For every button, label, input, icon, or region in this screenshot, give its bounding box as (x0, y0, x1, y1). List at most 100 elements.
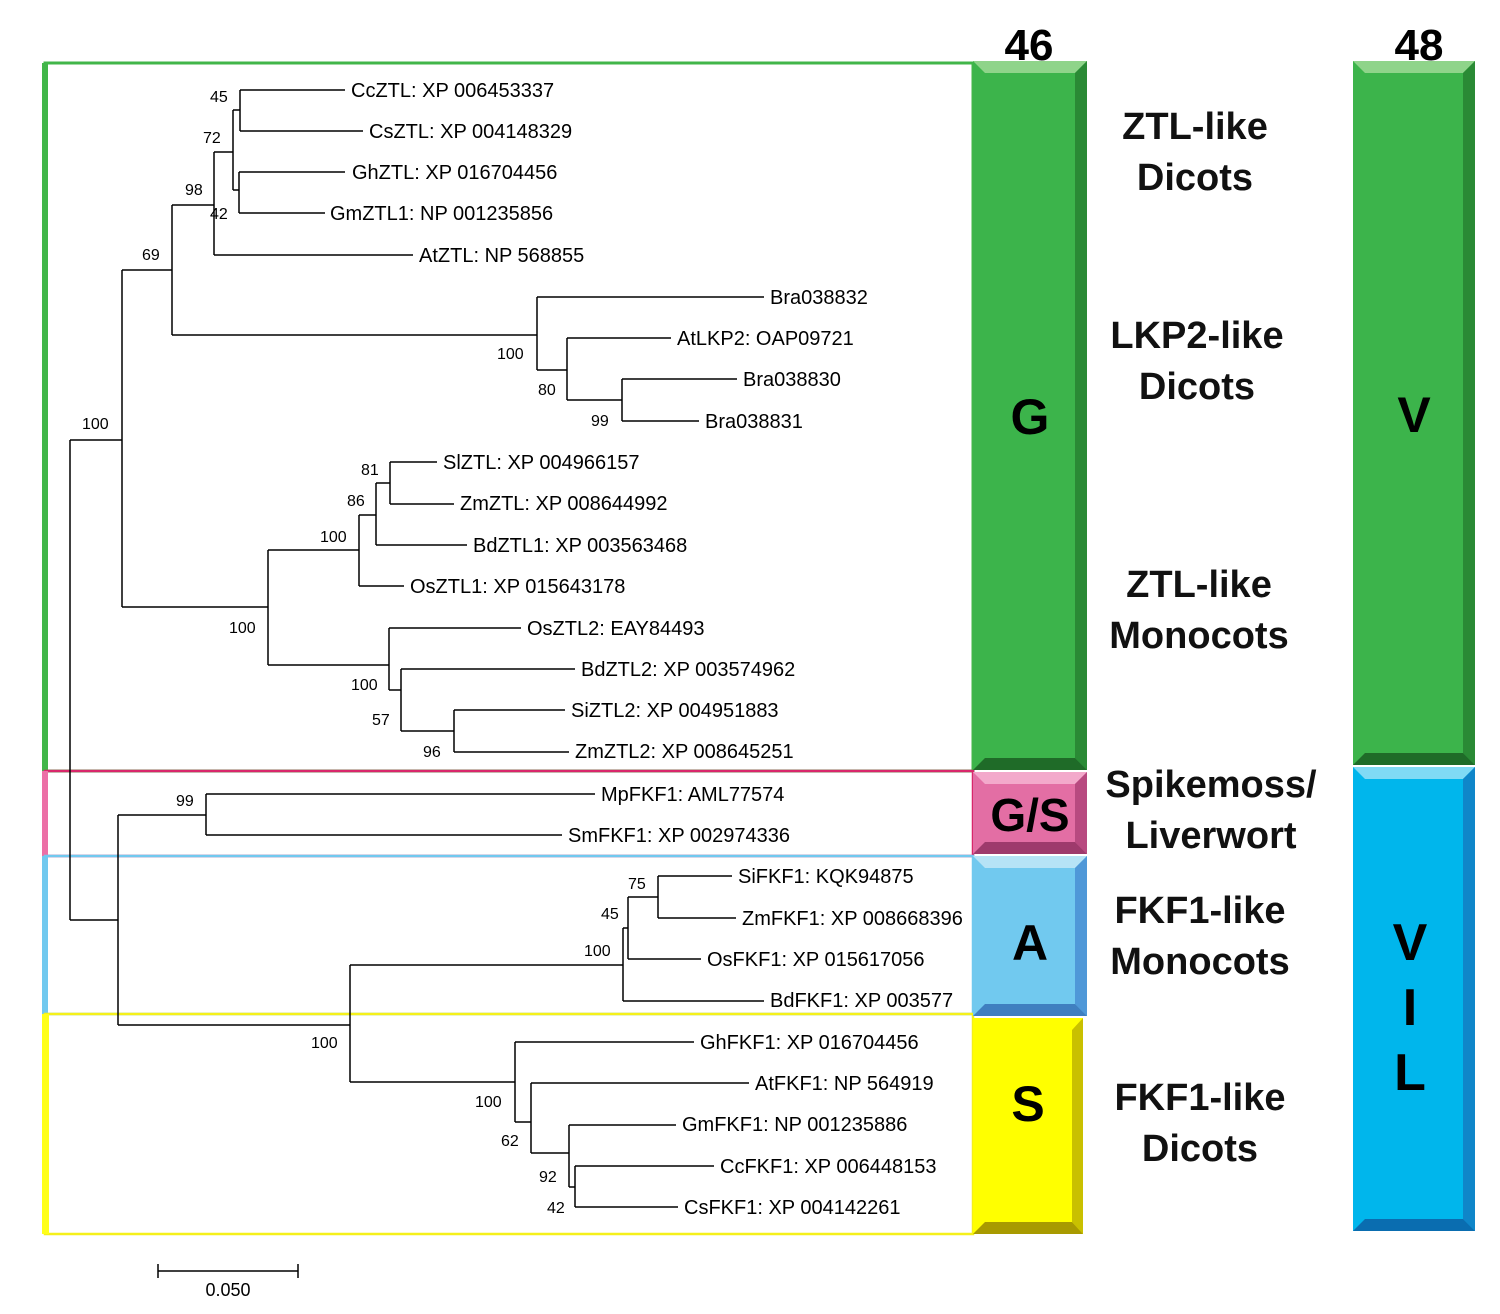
leaf-label: AtFKF1: NP 564919 (755, 1073, 934, 1095)
bar-segment-bottom-bevel (1353, 1219, 1475, 1231)
leaf-label: Bra038830 (743, 369, 841, 391)
leaf-label: SiZTL2: XP 004951883 (571, 700, 779, 722)
bar-segment-top-bevel (973, 856, 1087, 868)
bootstrap-value: 86 (347, 493, 365, 510)
bar-segment-yellow (973, 1018, 1083, 1234)
bar-segment-top-bevel (973, 61, 1087, 73)
bootstrap-value: 72 (203, 130, 221, 147)
bar-segment-green (1353, 61, 1475, 765)
group-label-fkf1-dicots-line2: Dicots (1142, 1128, 1258, 1170)
bootstrap-value: 69 (142, 247, 160, 264)
leaf-label: GhFKF1: XP 016704456 (700, 1032, 919, 1054)
bar-letter-l: L (1394, 1044, 1426, 1102)
group-label-fkf1-dicots-line1: FKF1-like (1114, 1077, 1285, 1119)
bar-segment-bottom-bevel (973, 758, 1087, 770)
bootstrap-value: 96 (423, 744, 441, 761)
leaf-label: ZmZTL: XP 008644992 (460, 493, 668, 515)
clade-box-pink (43, 769, 975, 858)
bar-segment-top-bevel (973, 772, 1087, 784)
bar-segment-green (973, 61, 1087, 770)
bar-segment-right-bevel (1075, 61, 1087, 770)
group-label-lkp2-dicots-line1: LKP2-like (1110, 315, 1283, 357)
bar-segment-bottom-bevel (973, 1004, 1087, 1016)
group-label-ztl-monocots-line2: Monocots (1109, 615, 1288, 657)
bar-segment-top-bevel (1353, 767, 1475, 779)
bar-segment-lightblue (973, 856, 1087, 1016)
group-label-ztl-monocots-line1: ZTL-like (1126, 564, 1272, 606)
leaf-labels: CcZTL: XP 006453337 CsZTL: XP 004148329 … (330, 80, 963, 1219)
bar-letter-v2: V (1393, 914, 1428, 972)
bar-segment-bottom-bevel (1353, 753, 1475, 765)
group-label-fkf1-monocots-line1: FKF1-like (1114, 890, 1285, 932)
bar-segment-bottom-bevel (973, 1222, 1083, 1234)
group-label-fkf1-monocots-line2: Monocots (1110, 941, 1289, 983)
bar-segment-right-bevel (1075, 772, 1087, 854)
bar-letter-a: A (1012, 915, 1048, 971)
leaf-label: OsZTL1: XP 015643178 (410, 576, 625, 598)
leaf-label: SmFKF1: XP 002974336 (568, 825, 790, 847)
bootstrap-value: 99 (176, 793, 194, 810)
group-label-lkp2-dicots-line2: Dicots (1139, 366, 1255, 408)
leaf-label: BdFKF1: XP 003577 (770, 990, 953, 1012)
bootstrap-value: 100 (475, 1094, 502, 1111)
bootstrap-value: 100 (320, 529, 347, 546)
bar-segment-right-bevel (1075, 856, 1087, 1016)
clade-box-yellow-left-edge (42, 1014, 49, 1234)
bar-segment-top-bevel (1353, 61, 1475, 73)
leaf-label: Bra038831 (705, 411, 803, 433)
left-classification-bar: 46 G G/S A S (973, 21, 1087, 1234)
bar-letter-v: V (1397, 387, 1431, 443)
bootstrap-value: 100 (351, 677, 378, 694)
tree-branches (69, 89, 764, 1208)
leaf-label: OsFKF1: XP 015617056 (707, 949, 925, 971)
leaf-label: AtLKP2: OAP09721 (677, 328, 854, 350)
bootstrap-value: 100 (82, 416, 109, 433)
leaf-label: AtZTL: NP 568855 (419, 245, 584, 267)
bootstrap-value: 100 (584, 943, 611, 960)
bootstrap-value: 100 (311, 1035, 338, 1052)
leaf-label: CsFKF1: XP 004142261 (684, 1197, 900, 1219)
bar-letter-i: I (1403, 979, 1417, 1037)
bootstrap-value: 45 (601, 906, 619, 923)
scale-bar-label: 0.050 (205, 1280, 250, 1300)
bar-segment-pink (973, 772, 1087, 854)
bootstrap-value: 80 (538, 382, 556, 399)
clade-box-blue-left-edge (42, 856, 48, 1014)
leaf-label: CcFKF1: XP 006448153 (720, 1156, 936, 1178)
bootstrap-value: 81 (361, 462, 379, 479)
bootstrap-value: 57 (372, 712, 390, 729)
leaf-label: CcZTL: XP 006453337 (351, 80, 554, 102)
clade-box-green-left-edge (42, 63, 48, 771)
bootstrap-value: 99 (591, 413, 609, 430)
leaf-label: ZmFKF1: XP 008668396 (742, 908, 963, 930)
bar-letter-gs: G/S (990, 789, 1069, 841)
leaf-label: GmFKF1: NP 001235886 (682, 1114, 907, 1136)
bar-segment-right-bevel (1463, 767, 1475, 1231)
bar-segment-right-bevel (1463, 61, 1475, 765)
group-label-ztl-dicots-line1: ZTL-like (1122, 106, 1268, 148)
leaf-label: BdZTL1: XP 003563468 (473, 535, 687, 557)
leaf-label: MpFKF1: AML77574 (601, 784, 784, 806)
bootstrap-value: 100 (497, 346, 524, 363)
group-label-ztl-dicots-line2: Dicots (1137, 157, 1253, 199)
leaf-label: CsZTL: XP 004148329 (369, 121, 572, 143)
group-labels: ZTL-like Dicots LKP2-like Dicots ZTL-lik… (1105, 106, 1317, 1170)
bootstrap-value: 62 (501, 1133, 519, 1150)
bootstrap-value: 42 (210, 206, 228, 223)
group-label-spikemoss-line1: Spikemoss/ (1105, 764, 1317, 806)
bar-letter-s: S (1011, 1076, 1044, 1132)
bar-letter-g: G (1011, 389, 1050, 445)
bootstrap-value: 100 (229, 620, 256, 637)
bootstrap-value: 42 (547, 1200, 565, 1217)
leaf-label: SlZTL: XP 004966157 (443, 452, 639, 474)
leaf-label: ZmZTL2: XP 008645251 (575, 741, 794, 763)
leaf-label: OsZTL2: EAY84493 (527, 618, 705, 640)
bootstrap-value: 98 (185, 182, 203, 199)
clade-boxes (42, 61, 975, 1236)
bootstrap-value: 45 (210, 89, 228, 106)
group-label-spikemoss-line2: Liverwort (1125, 815, 1296, 857)
leaf-label: SiFKF1: KQK94875 (738, 866, 914, 888)
bootstrap-value: 75 (628, 876, 646, 893)
bar-segment-right-bevel (1072, 1018, 1083, 1234)
